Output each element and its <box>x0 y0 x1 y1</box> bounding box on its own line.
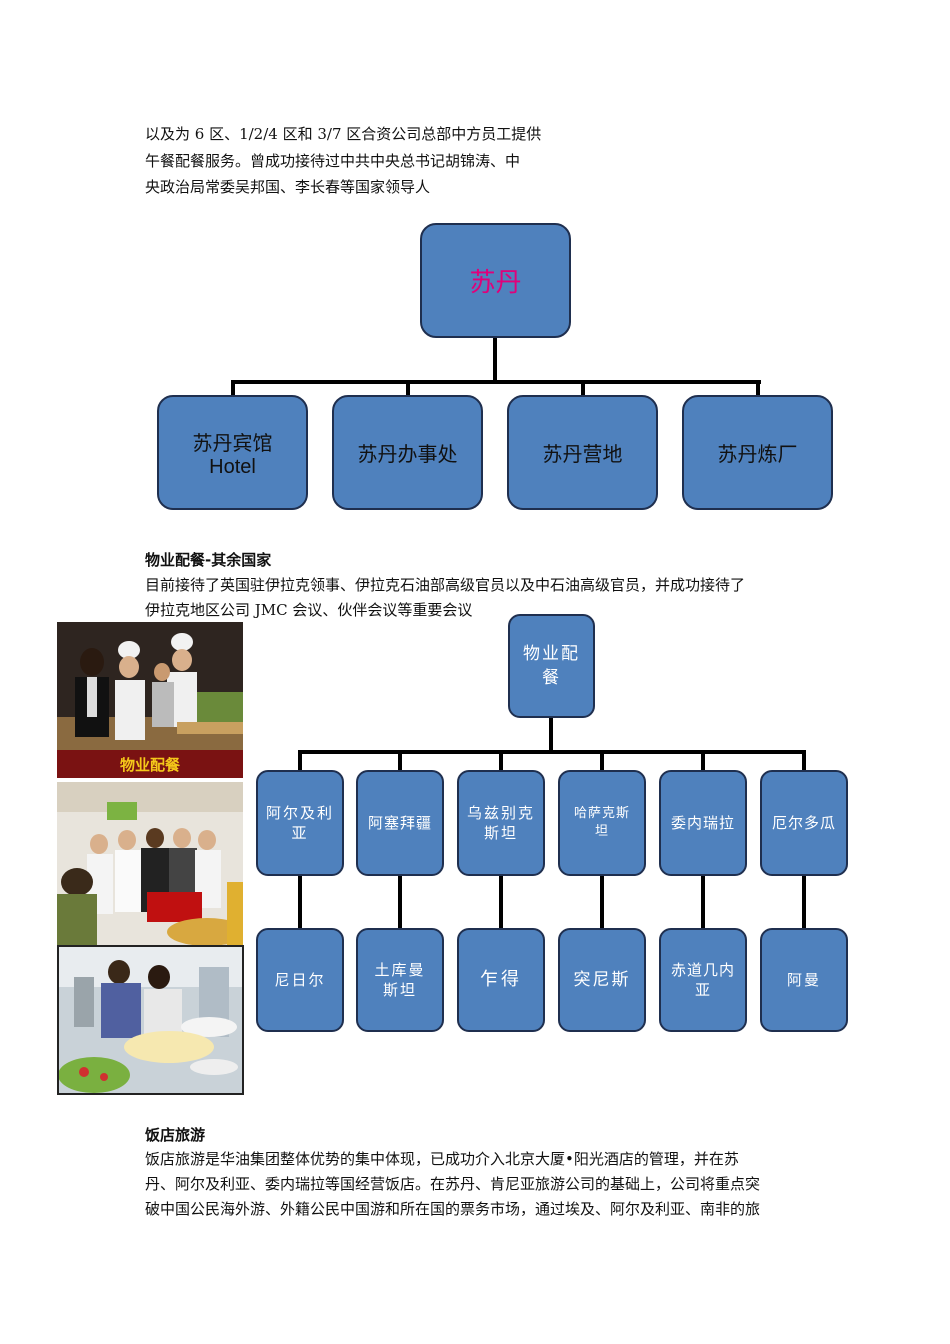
catering-photo-chefs: 物业配餐 <box>57 622 243 778</box>
connector <box>298 750 806 754</box>
catering-photo-kitchen <box>57 945 244 1095</box>
country-node-niger: 尼日尔 <box>256 928 344 1032</box>
section3-line-2: 丹、阿尔及利亚、委内瑞拉等国经营饭店。在苏丹、肯尼亚旅游公司的基础上，公司将重点… <box>145 1175 761 1193</box>
sudan-hotel-label-en: Hotel <box>209 455 256 478</box>
connector <box>398 750 402 771</box>
sudan-root-label: 苏丹 <box>469 268 522 298</box>
connector <box>581 380 585 396</box>
connector <box>398 876 402 928</box>
country-label: 阿塞拜疆 <box>367 814 432 832</box>
country-label: 土库曼斯坦 <box>374 961 426 999</box>
connector <box>600 750 604 771</box>
sudan-camp-node: 苏丹营地 <box>507 395 658 510</box>
country-label: 阿尔及利亚 <box>266 804 335 842</box>
sudan-hotel-node: 苏丹宾馆 Hotel <box>157 395 308 510</box>
connector <box>499 876 503 928</box>
kitchen-illustration <box>59 947 242 1093</box>
section2-line-2: 伊拉克地区公司 JMC 会议、伙伴会议等重要会议 <box>145 601 473 619</box>
country-node-kazakhstan: 哈萨克斯坦 <box>558 770 646 876</box>
connector <box>701 750 705 771</box>
group-illustration <box>57 782 243 945</box>
section-heading-hotel-tourism: 饭店旅游 <box>145 1126 206 1144</box>
sudan-refinery-label: 苏丹炼厂 <box>717 442 798 466</box>
country-node-algeria: 阿尔及利亚 <box>256 770 344 876</box>
intro-line-2: 午餐配餐服务。曾成功接待过中共中央总书记胡锦涛、中 <box>145 152 521 170</box>
connector <box>298 876 302 928</box>
chefs-illustration <box>57 622 243 778</box>
catering-photo-caption: 物业配餐 <box>119 755 180 774</box>
section-heading-catering: 物业配餐-其余国家 <box>145 551 272 569</box>
connector <box>549 718 553 752</box>
sudan-hotel-label: 苏丹宾馆 <box>192 430 273 455</box>
connector <box>802 750 806 771</box>
connector <box>298 750 302 771</box>
connector <box>406 380 410 396</box>
catering-root-label: 物业配餐 <box>523 644 580 688</box>
intro-line-3: 央政治局常委吴邦国、李长春等国家领导人 <box>145 178 431 196</box>
country-node-azerbaijan: 阿塞拜疆 <box>356 770 444 876</box>
sudan-root-node: 苏丹 <box>420 223 571 338</box>
connector <box>600 876 604 928</box>
connector <box>231 380 761 384</box>
country-node-venezuela: 委内瑞拉 <box>659 770 747 876</box>
country-node-turkmenistan: 土库曼斯坦 <box>356 928 444 1032</box>
country-label: 尼日尔 <box>274 971 326 989</box>
country-node-equatorial-guinea: 赤道几内亚 <box>659 928 747 1032</box>
country-label: 阿曼 <box>786 971 821 989</box>
connector <box>493 338 497 382</box>
country-label: 突尼斯 <box>573 970 631 990</box>
country-label: 赤道几内亚 <box>670 961 735 999</box>
country-label: 委内瑞拉 <box>670 814 735 832</box>
connector <box>701 876 705 928</box>
country-node-oman: 阿曼 <box>760 928 848 1032</box>
catering-photo-group <box>57 782 243 945</box>
sudan-camp-label: 苏丹营地 <box>542 442 623 466</box>
country-label: 乍得 <box>480 969 522 990</box>
connector <box>231 380 235 396</box>
sudan-refinery-node: 苏丹炼厂 <box>682 395 833 510</box>
connector <box>756 380 760 396</box>
country-label: 厄尔多瓜 <box>771 814 836 832</box>
country-node-tunisia: 突尼斯 <box>558 928 646 1032</box>
connector <box>802 876 806 928</box>
sudan-office-label: 苏丹办事处 <box>357 442 458 466</box>
sudan-office-node: 苏丹办事处 <box>332 395 483 510</box>
catering-root-node: 物业配餐 <box>508 614 595 718</box>
section2-line-1: 目前接待了英国驻伊拉克领事、伊拉克石油部高级官员以及中石油高级官员，并成功接待了 <box>145 576 746 594</box>
section3-line-3: 破中国公民海外游、外籍公民中国游和所在国的票务市场，通过埃及、阿尔及利亚、南非的… <box>145 1200 761 1218</box>
country-node-uzbekistan: 乌兹别克斯坦 <box>457 770 545 876</box>
connector <box>499 750 503 771</box>
country-node-ecuador: 厄尔多瓜 <box>760 770 848 876</box>
intro-line-1: 以及为 6 区、1/2/4 区和 3/7 区合资公司总部中方员工提供 <box>145 125 542 143</box>
section3-line-1: 饭店旅游是华油集团整体优势的集中体现，已成功介入北京大厦•阳光酒店的管理，并在苏 <box>145 1150 739 1168</box>
country-label: 乌兹别克斯坦 <box>467 804 536 842</box>
country-label: 哈萨克斯坦 <box>573 806 630 839</box>
country-node-chad: 乍得 <box>457 928 545 1032</box>
